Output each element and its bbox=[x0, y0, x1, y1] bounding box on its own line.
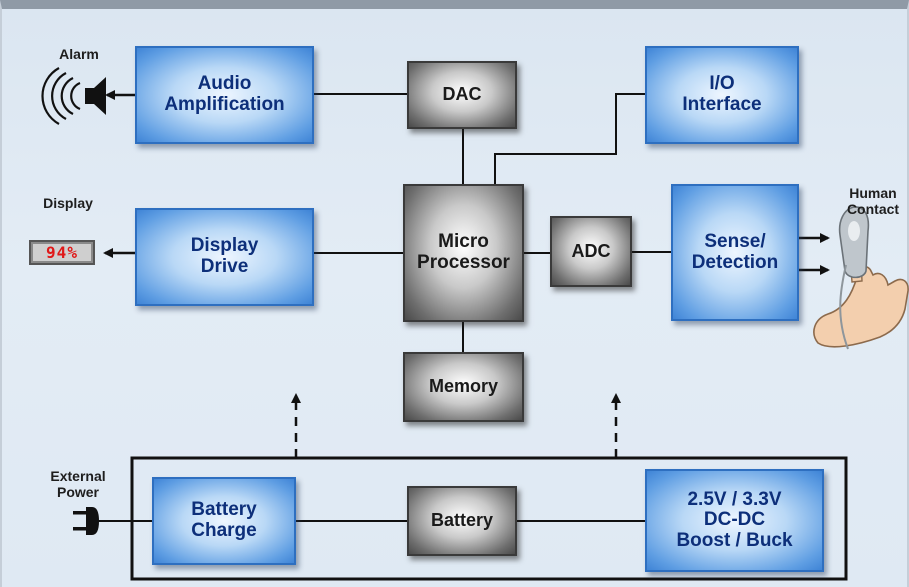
display-label: Display bbox=[43, 195, 93, 211]
audio-amplification-block: Audio Amplification bbox=[135, 46, 314, 144]
connection-lines bbox=[41, 67, 909, 581]
micro-processor-block: Micro Processor bbox=[403, 184, 524, 322]
external-power-label: External Power bbox=[50, 468, 106, 501]
power-subsystem-frame bbox=[130, 456, 848, 581]
battery-block: Battery bbox=[407, 486, 517, 556]
wire-io-micro bbox=[494, 93, 645, 184]
display-drive-block: Display Drive bbox=[135, 208, 314, 306]
dac-block: DAC bbox=[407, 61, 517, 129]
adc-block: ADC bbox=[550, 216, 632, 287]
sense-detection-block: Sense/ Detection bbox=[671, 184, 799, 321]
speaker-icon bbox=[41, 67, 106, 125]
display-readout: 94% bbox=[29, 240, 95, 265]
alarm-label: Alarm bbox=[59, 46, 99, 62]
dcdc-converter-block: 2.5V / 3.3V DC-DC Boost / Buck bbox=[645, 469, 824, 572]
human-contact-label: Human Contact bbox=[846, 185, 900, 218]
memory-block: Memory bbox=[403, 352, 524, 422]
io-interface-block: I/O Interface bbox=[645, 46, 799, 144]
power-plug-icon bbox=[73, 507, 99, 535]
battery-charge-block: Battery Charge bbox=[152, 477, 296, 565]
finger-sensor-icon bbox=[813, 206, 909, 350]
